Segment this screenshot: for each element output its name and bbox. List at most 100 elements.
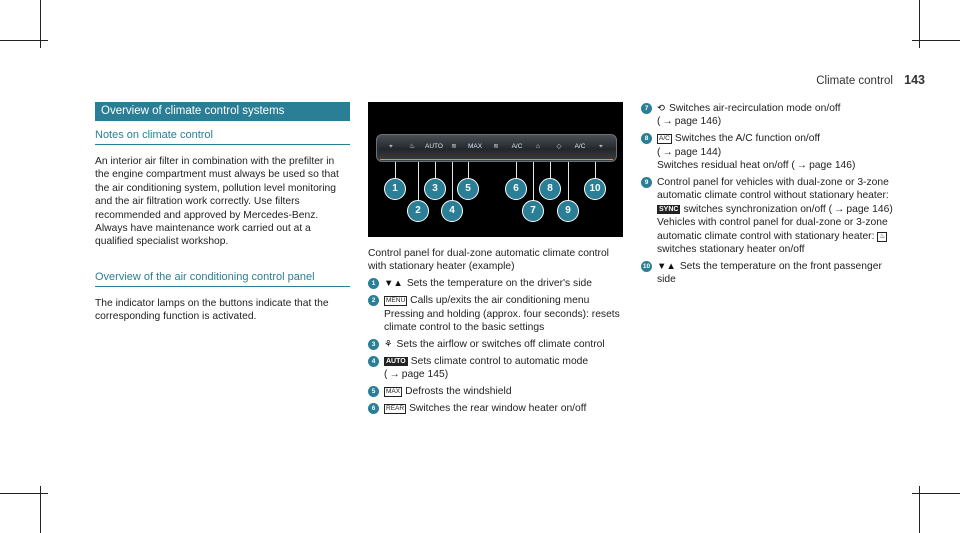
callout-5: 5 xyxy=(457,178,479,200)
sync-icon: SYNC xyxy=(657,204,681,214)
panel-button: ≋ xyxy=(451,143,457,150)
stationary-heater-icon: ♨ xyxy=(877,231,888,242)
item-number: 3 xyxy=(368,338,379,350)
page-reference: page 146 xyxy=(809,160,853,172)
windshield-defrost-icon: MAX xyxy=(384,387,403,398)
fan-icon: ⚘ xyxy=(384,338,393,350)
callout-leader xyxy=(550,162,551,179)
callout-4: 4 xyxy=(441,200,463,222)
section-title: Overview of climate control systems xyxy=(95,102,350,121)
page-reference: page 146 xyxy=(674,116,718,128)
callout-3: 3 xyxy=(424,178,446,200)
overview-text: The indicator lamps on the buttons indic… xyxy=(95,297,329,323)
callout-leader xyxy=(435,162,436,179)
reference-arrow-icon: → xyxy=(796,160,808,172)
item-text: Switches the rear window heater on/off xyxy=(409,403,587,415)
callout-10: 10 xyxy=(584,178,606,200)
temperature-arrows-icon: ▼▲ xyxy=(384,278,403,290)
crop-mark xyxy=(40,486,41,533)
reference-arrow-icon: → xyxy=(389,369,400,381)
list-item-9: 9 Control panel for vehicles with dual-z… xyxy=(641,176,903,256)
right-column: 7 ⟲Switches air-recirculation mode on/of… xyxy=(641,102,903,287)
item-number: 6 xyxy=(368,403,379,415)
chapter-title: Climate control xyxy=(816,75,893,87)
panel-button: MAX xyxy=(467,143,483,150)
reference-arrow-icon: → xyxy=(662,116,673,128)
item-text: Sets the temperature on the front passen… xyxy=(657,260,882,286)
list-item-10: 10 ▼▲Sets the temperature on the front p… xyxy=(641,260,903,287)
item-extra-2: switches stationary heater on/off xyxy=(657,244,805,256)
ac-icon: A/C xyxy=(657,134,672,145)
page-reference: page 145 xyxy=(401,369,445,381)
panel-button: ⌖ xyxy=(599,143,603,150)
callout-2: 2 xyxy=(407,200,429,222)
figure-caption: Control panel for dual-zone automatic cl… xyxy=(368,248,609,273)
notes-heading: Notes on climate control xyxy=(95,129,350,145)
crop-mark xyxy=(919,0,920,48)
crop-mark xyxy=(919,486,920,533)
page-number: 143 xyxy=(904,73,925,87)
panel-button: ⌖ xyxy=(389,143,393,150)
callout-leader xyxy=(568,162,569,202)
page-reference: page 146 xyxy=(846,203,890,215)
panel-button: AUTO xyxy=(425,143,443,150)
list-item-1: 1 ▼▲Sets the temperature on the driver's… xyxy=(368,277,623,290)
panel-button: ⌂ xyxy=(536,143,540,150)
item-text: Switches the A/C function on/off xyxy=(674,133,821,145)
item-extra: Pressing and holding (approx. four secon… xyxy=(384,308,620,334)
crop-mark xyxy=(0,40,48,41)
menu-icon: MENU xyxy=(384,296,408,307)
item-number: 1 xyxy=(368,278,379,290)
item-number: 8 xyxy=(641,133,652,145)
item-extra: Vehicles with control panel for dual-zon… xyxy=(657,217,888,242)
reference-arrow-icon: → xyxy=(834,203,845,215)
callout-leader xyxy=(595,162,596,179)
notes-text: An interior air filter in combination wi… xyxy=(95,156,339,248)
auto-icon: AUTO xyxy=(384,356,408,366)
item-text: Switches air-recirculation mode on/off xyxy=(668,103,841,114)
callout-leader xyxy=(516,162,517,179)
temperature-arrows-icon: ▼▲ xyxy=(657,260,676,272)
middle-column: ⌖ ♨ AUTO ≋ MAX ≋ A/C ⌂ ◇ A/C ⌖ 1 2 3 4 5… xyxy=(368,102,623,415)
callout-8: 8 xyxy=(539,178,561,200)
list-item-3: 3 ⚘Sets the airflow or switches off clim… xyxy=(368,338,623,351)
item-text: Calls up/exits the air conditioning menu xyxy=(410,295,590,307)
reference-arrow-icon: → xyxy=(662,146,673,158)
item-number: 5 xyxy=(368,386,379,398)
item-text: Sets climate control to automatic mode xyxy=(410,355,589,367)
panel-button: ≋ xyxy=(493,143,499,150)
item-number: 7 xyxy=(641,103,652,114)
item-number: 10 xyxy=(641,260,652,272)
overview-heading: Overview of the air conditioning control… xyxy=(95,271,350,287)
item-number: 4 xyxy=(368,355,379,367)
left-column: Overview of climate control systems Note… xyxy=(95,102,350,324)
crop-mark xyxy=(40,0,41,48)
item-text: Control panel for vehicles with dual-zon… xyxy=(657,177,889,202)
callout-6: 6 xyxy=(505,178,527,200)
item-extra: Switches residual heat on/off xyxy=(657,160,789,172)
list-item-7: 7 ⟲Switches air-recirculation mode on/of… xyxy=(641,102,903,129)
indicator-lamp xyxy=(380,158,613,160)
callout-leader xyxy=(533,162,534,202)
callout-leader xyxy=(468,162,469,179)
callout-leader xyxy=(418,162,419,202)
callout-1: 1 xyxy=(384,178,406,200)
item-text-2: switches synchronization on/off xyxy=(683,203,826,215)
callout-9: 9 xyxy=(557,200,579,222)
crop-mark xyxy=(0,493,48,494)
panel-button: ◇ xyxy=(556,143,562,150)
panel-button: A/C xyxy=(511,143,523,150)
item-number: 9 xyxy=(641,177,652,189)
item-text: Sets the airflow or switches off climate… xyxy=(396,338,605,350)
item-number: 2 xyxy=(368,295,379,307)
page-reference: page 144 xyxy=(674,146,718,158)
rear-window-heater-icon: REAR xyxy=(384,404,407,415)
control-panel-figure: ⌖ ♨ AUTO ≋ MAX ≋ A/C ⌂ ◇ A/C ⌖ 1 2 3 4 5… xyxy=(368,102,623,237)
control-panel: ⌖ ♨ AUTO ≋ MAX ≋ A/C ⌂ ◇ A/C ⌖ xyxy=(376,134,617,162)
callout-leader xyxy=(452,162,453,202)
